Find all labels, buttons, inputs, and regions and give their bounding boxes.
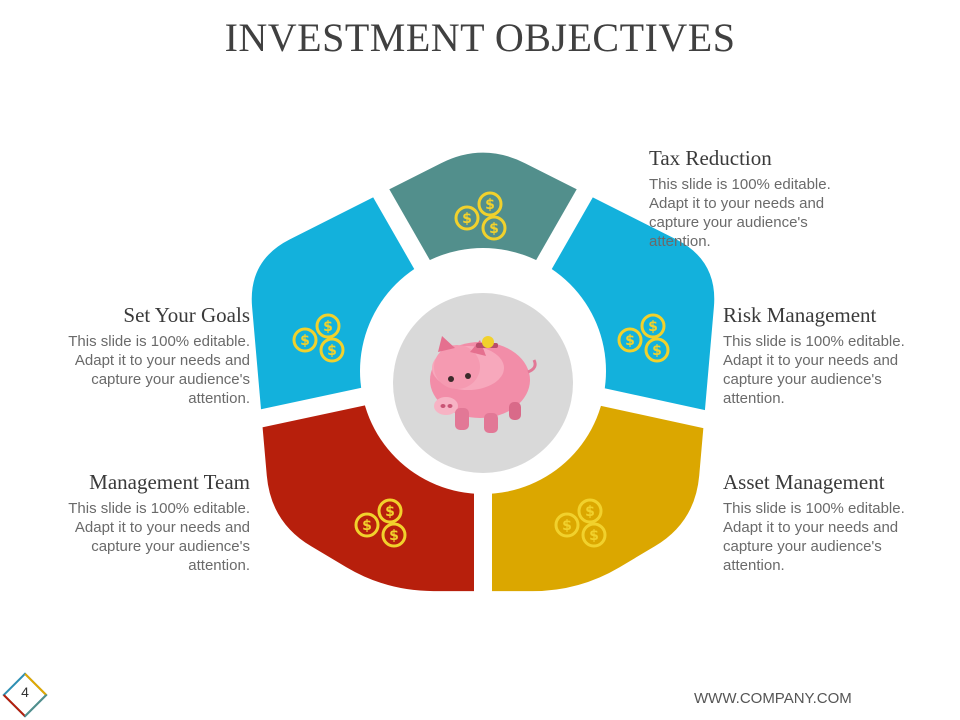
coins-icon-set-your-goals: $ $ $: [292, 313, 345, 363]
coins-icon-risk-management: $ $ $: [617, 313, 670, 363]
desc-risk-management: This slide is 100% editable. Adapt it to…: [723, 333, 905, 407]
svg-text:$: $: [652, 343, 662, 359]
svg-text:$: $: [462, 211, 472, 227]
label-tax-reduction: Tax Reduction: [649, 146, 772, 170]
label-risk-management: Risk Management: [723, 303, 877, 327]
svg-text:$: $: [385, 504, 395, 520]
coins-icon-asset-management: $ $ $: [554, 498, 607, 548]
svg-text:$: $: [362, 518, 372, 534]
desc-management-team: This slide is 100% editable. Adapt it to…: [68, 500, 250, 574]
svg-text:$: $: [562, 518, 572, 534]
page-title: INVESTMENT OBJECTIVES: [224, 15, 736, 60]
svg-text:$: $: [327, 343, 337, 359]
label-asset-management: Asset Management: [723, 470, 885, 494]
desc-set-your-goals: This slide is 100% editable. Adapt it to…: [68, 333, 250, 407]
coins-icon-management-team: $ $ $: [354, 498, 407, 548]
label-set-your-goals: Set Your Goals: [123, 303, 250, 327]
coins-layer: $ $ $ $ $ $ $ $ $ $ $ $ $ $ $: [292, 191, 670, 548]
svg-text:$: $: [625, 333, 635, 349]
label-management-team: Management Team: [89, 470, 250, 494]
svg-text:$: $: [300, 333, 310, 349]
svg-text:$: $: [389, 528, 399, 544]
desc-asset-management: This slide is 100% editable. Adapt it to…: [723, 500, 905, 574]
svg-text:$: $: [589, 528, 599, 544]
svg-text:$: $: [323, 319, 333, 335]
piggy-bank-icon: [430, 336, 537, 433]
page-number-badge: [2, 672, 48, 718]
coins-icon-tax-reduction: $ $ $: [454, 191, 507, 241]
page-number: 4: [21, 684, 29, 700]
svg-text:$: $: [489, 221, 499, 237]
svg-text:$: $: [648, 319, 658, 335]
svg-text:$: $: [585, 504, 595, 520]
svg-text:$: $: [485, 197, 495, 213]
footer-url: WWW.COMPANY.COM: [694, 690, 852, 707]
desc-tax-reduction: This slide is 100% editable. Adapt it to…: [649, 176, 831, 250]
